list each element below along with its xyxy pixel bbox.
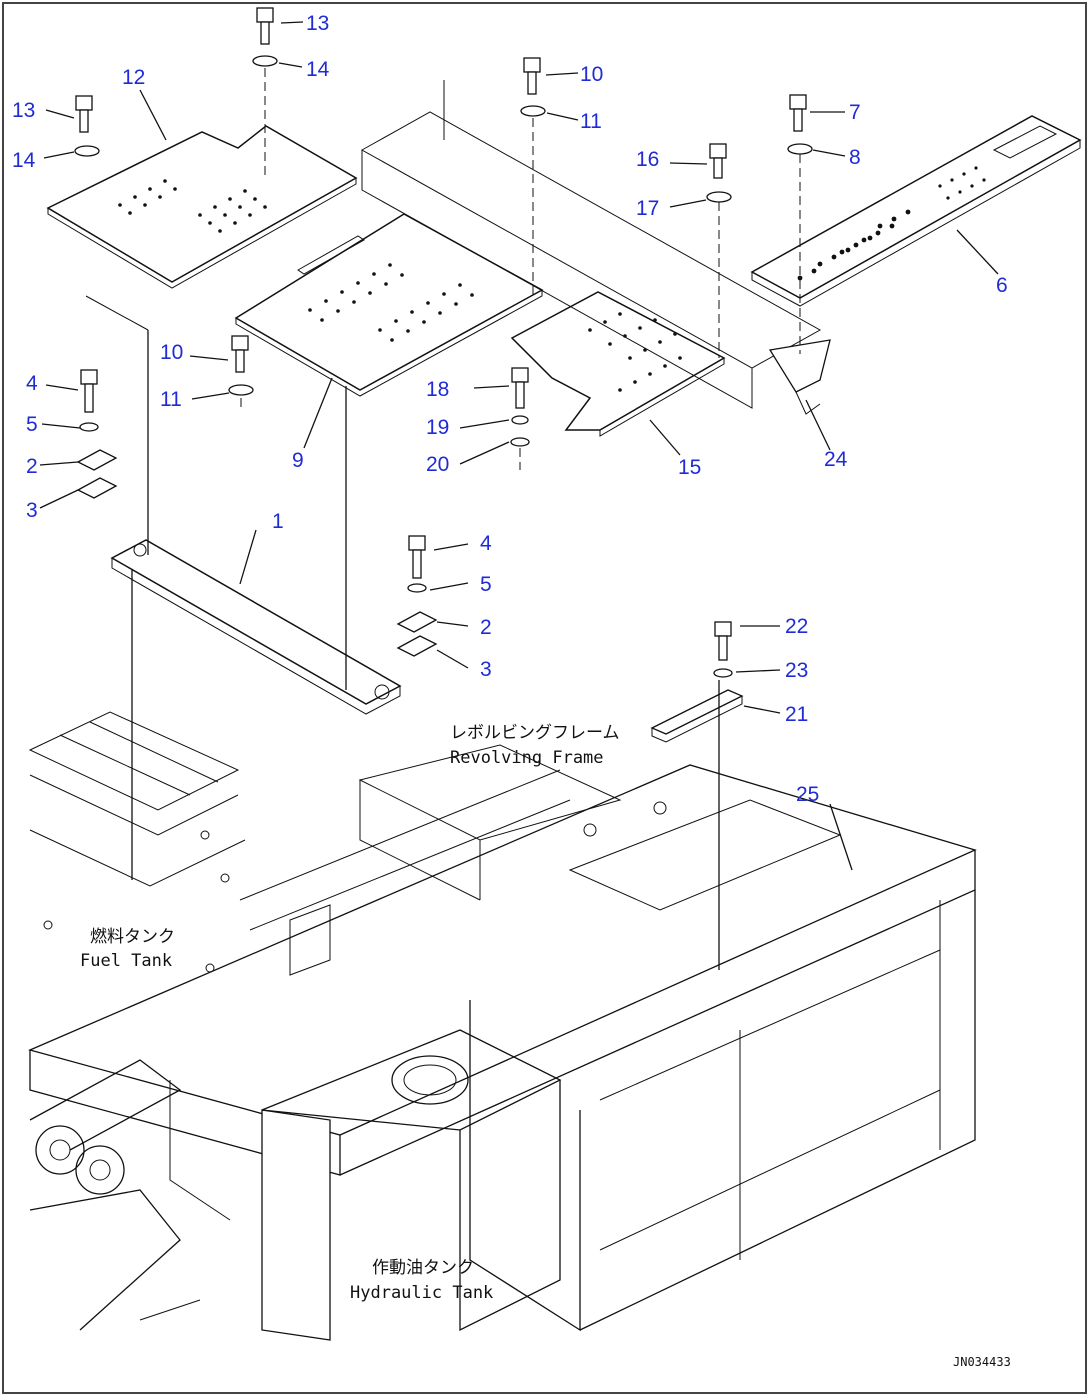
- revolving-frame-label-en: Revolving Frame: [450, 748, 604, 768]
- callout-1: 1: [272, 510, 284, 533]
- cover-plate-15: [510, 291, 726, 437]
- drawing-code: JN034433: [953, 1355, 1011, 1369]
- callout-11: 11: [580, 110, 602, 133]
- callout-17: 17: [636, 197, 659, 220]
- callout-13: 13: [306, 12, 329, 35]
- callout-4-left: 4: [26, 372, 38, 395]
- hydraulic-tank-label-jp: 作動油タンク: [372, 1258, 474, 1278]
- callout-14-left: 14: [12, 149, 36, 172]
- callout-22: 22: [785, 615, 808, 638]
- cover-plate-9: [234, 213, 544, 397]
- fuel-tank-label-en: Fuel Tank: [80, 951, 172, 971]
- callout-24: 24: [824, 448, 848, 471]
- callout-3-left: 3: [26, 499, 38, 522]
- callout-16: 16: [636, 148, 659, 171]
- labels: レボルビングフレーム Revolving Frame 燃料タンク Fuel Ta…: [80, 723, 1011, 1369]
- hardware: [74, 7, 813, 743]
- callout-5-right: 5: [480, 573, 492, 596]
- fuel-tank-label-jp: 燃料タンク: [90, 927, 175, 947]
- callouts: 13 14 12 13 14 10 11 16 17 7 8 6 10 11 9…: [12, 12, 1008, 806]
- callout-18: 18: [426, 378, 449, 401]
- support-beam-1: [110, 539, 402, 715]
- bracket-24: [360, 111, 831, 415]
- callout-10-mid: 10: [160, 341, 183, 364]
- callout-2-right: 2: [480, 616, 492, 639]
- callout-8: 8: [849, 146, 861, 169]
- callout-3-right: 3: [480, 658, 492, 681]
- revolving-frame-drawing: [28, 711, 977, 1341]
- callout-12: 12: [122, 66, 145, 89]
- cover-plate-12: [46, 125, 358, 289]
- callout-19: 19: [426, 416, 449, 439]
- callout-23: 23: [785, 659, 808, 682]
- leader-lines: [39, 21, 999, 871]
- callout-9: 9: [292, 449, 304, 472]
- callout-20: 20: [426, 453, 449, 476]
- callout-21: 21: [785, 703, 808, 726]
- callout-2-left: 2: [26, 455, 38, 478]
- callout-7: 7: [849, 101, 861, 124]
- callout-5-left: 5: [26, 413, 38, 436]
- callout-13-left: 13: [12, 99, 35, 122]
- callout-6: 6: [996, 274, 1008, 297]
- callout-4-right: 4: [480, 532, 492, 555]
- step-plate-6: [750, 115, 1082, 307]
- callout-25: 25: [796, 783, 819, 806]
- center-lines: [85, 68, 801, 970]
- callout-11-mid: 11: [160, 388, 182, 411]
- callout-10: 10: [580, 63, 603, 86]
- callout-14: 14: [306, 58, 330, 81]
- hydraulic-tank-label-en: Hydraulic Tank: [350, 1283, 493, 1303]
- callout-15: 15: [678, 456, 701, 479]
- revolving-frame-label-jp: レボルビングフレーム: [450, 723, 620, 743]
